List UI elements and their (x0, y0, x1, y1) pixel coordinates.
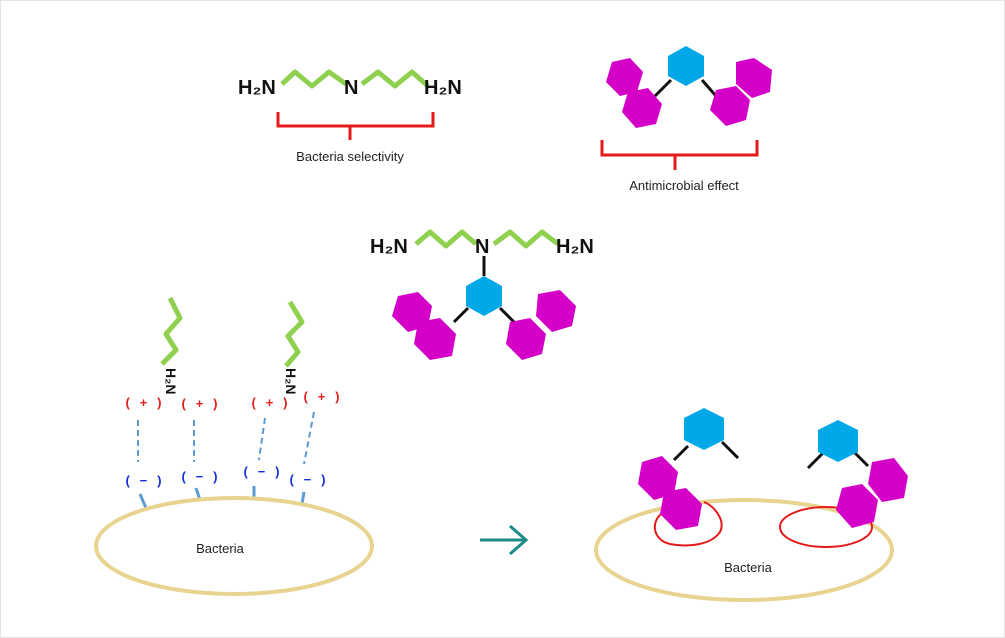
antimicrobial-unit (606, 46, 772, 128)
membrane-tether (300, 491, 306, 505)
polyamine-center-n: N (344, 77, 358, 99)
blue-hexagon (668, 46, 704, 86)
bacteria-cell-right (594, 498, 894, 602)
selectivity-bracket (276, 112, 435, 140)
polyamine-molecule: H₂N N H₂N (238, 69, 462, 99)
tethered-chain-1 (160, 296, 183, 366)
positive-charge: ( + ) (124, 396, 163, 411)
selectivity-bracket-line (276, 112, 435, 140)
bond-line (653, 78, 673, 98)
polyamine-right-amine: H₂N (424, 77, 462, 99)
dashed-bond (258, 417, 266, 461)
membrane-tether (138, 493, 148, 509)
bond-line (700, 79, 718, 97)
negative-charge: ( − ) (180, 470, 219, 485)
antimicrobial-label: Antimicrobial effect (629, 178, 739, 193)
magenta-hexagon (536, 290, 576, 332)
membrane-pore (779, 506, 873, 548)
polyamine-left-amine: H₂N (238, 77, 276, 99)
magenta-hexagon (710, 86, 750, 126)
tethered-amine-2: H₂N (283, 368, 299, 394)
positive-charge: ( + ) (250, 396, 289, 411)
blue-hexagon (466, 276, 502, 316)
bond-line (852, 450, 870, 468)
binding-scene: H₂N H₂N ( + ) ( + ) ( + ) ( + ) ( − ) ( … (94, 296, 374, 596)
bacteria-label-right: Bacteria (724, 560, 772, 575)
bond-line (452, 306, 470, 324)
right-arrow-icon (480, 524, 529, 556)
magenta-hexagon (506, 318, 546, 360)
bond-line (806, 450, 826, 470)
bacteria-cell-left (94, 496, 374, 596)
blue-hexagon (684, 408, 724, 450)
positive-charge: ( + ) (180, 397, 219, 412)
conjugate-center-n: N (475, 236, 489, 258)
magenta-hexagon (638, 456, 678, 500)
conjugate-molecule: H₂N N H₂N (370, 229, 594, 360)
magenta-hexagon (660, 488, 702, 530)
polyamine-left-chain (280, 69, 348, 89)
arrow-head (509, 524, 529, 556)
negative-charge: ( − ) (288, 473, 327, 488)
blue-hexagon (818, 420, 858, 462)
magenta-hexagon (736, 58, 772, 98)
tethered-chain-2 (284, 300, 305, 368)
bond-line (720, 440, 740, 460)
polyamine-right-chain (360, 69, 430, 89)
magenta-hexagon (622, 88, 662, 128)
conjugate-left-chain (414, 229, 478, 249)
tethered-amine-1: H₂N (163, 368, 179, 394)
magenta-hexagon (868, 458, 908, 502)
conjugate-right-amine: H₂N (556, 236, 594, 258)
dashed-bond (303, 411, 315, 465)
bond-line (672, 444, 690, 462)
disruption-scene: Bacteria (594, 408, 908, 602)
magenta-hexagon (836, 484, 878, 528)
conjugate-left-amine: H₂N (370, 236, 408, 258)
positive-charge: ( + ) (302, 390, 341, 405)
conjugate-right-chain (492, 229, 560, 249)
membrane-pore (654, 501, 723, 547)
negative-charge: ( − ) (242, 465, 281, 480)
magenta-hexagon (414, 318, 456, 360)
antimicrobial-bracket-line (600, 140, 759, 170)
selectivity-label: Bacteria selectivity (296, 149, 404, 164)
magenta-hexagon (606, 58, 643, 96)
bacteria-label-left: Bacteria (196, 541, 244, 556)
antimicrobial-bracket (600, 140, 759, 170)
negative-charge: ( − ) (124, 474, 163, 489)
bond-line (498, 306, 516, 324)
